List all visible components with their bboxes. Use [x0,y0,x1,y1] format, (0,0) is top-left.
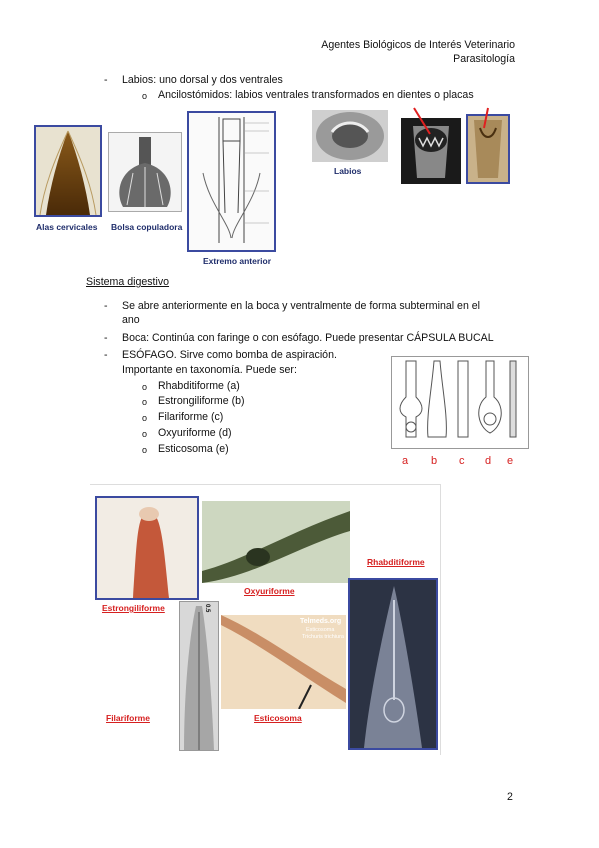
caption-bolsa-copuladora: Bolsa copuladora [111,222,183,232]
sub-bullet-marker: o [142,445,148,455]
extremo-anterior-diagram [187,111,276,252]
type-esticosoma: Esticosoma (e) [158,443,229,455]
estrongiliforme-photo [95,496,199,600]
placas-photo [466,114,510,184]
header-title: Agentes Biológicos de Interés Veterinari… [321,39,515,51]
watermark-title: Telmeds.org [300,618,342,625]
caption-alas-cervicales: Alas cervicales [36,222,98,232]
rhabditiforme-photo [348,578,438,750]
caption-labios: Labios [334,166,362,176]
sub-bullet-marker: o [142,91,148,101]
collage-frame [90,484,441,755]
labios-photo [312,110,388,162]
bullet-marker: - [104,300,108,312]
caption-filariforme: Filariforme [106,713,150,723]
scale-label: 0.5 [204,604,210,613]
sub-bullet-marker: o [142,413,148,423]
letter-c: c [459,455,465,467]
header-subtitle: Parasitología [453,53,515,65]
filariforme-photo [179,601,219,751]
letter-e: e [507,455,514,467]
sub-bullet-marker: o [142,397,148,407]
digestivo-bullet-2: Boca: Continúa con faringe o con esófago… [122,332,494,344]
type-rhabditiforme: Rhabditiforme (a) [158,380,240,392]
digestivo-bullet-1-cont: ano [122,314,140,326]
dientes-photo [401,118,461,184]
letter-a: a [402,455,409,467]
type-filariforme: Filariforme (c) [158,411,224,423]
digestivo-bullet-3-cont: Importante en taxonomía. Puede ser: [122,364,297,376]
caption-extremo-anterior: Extremo anterior [203,256,272,266]
esophagus-types-diagram [391,356,529,449]
digestivo-bullet-3: ESÓFAGO. Sirve como bomba de aspiración. [122,349,337,361]
bullet-marker: - [104,349,108,361]
esticosoma-photo [221,615,346,709]
red-arrows [413,107,489,135]
digestivo-bullet-1: Se abre anteriormente en la boca y ventr… [122,300,481,312]
labios-bullet: Labios: uno dorsal y dos ventrales [122,74,283,86]
watermark-sub1: Esticosoma [306,627,335,633]
sub-bullet-marker: o [142,429,148,439]
bullet-marker: - [104,74,108,86]
caption-estrongiliforme: Estrongiliforme [102,603,165,613]
letter-d: d [485,455,492,467]
caption-esticosoma: Esticosoma [254,713,302,723]
letter-b: b [431,455,438,467]
page-number: 2 [507,791,513,803]
oxyuriforme-photo [202,501,350,583]
sub-bullet-marker: o [142,382,148,392]
watermark-sub2: Trichuris trichiura [302,634,344,640]
type-estrongiliforme: Estrongiliforme (b) [158,395,245,407]
section-title: Sistema digestivo [86,276,170,288]
bullet-marker: - [104,332,108,344]
type-oxyuriforme: Oxyuriforme (d) [158,427,232,439]
caption-oxyuriforme: Oxyuriforme [244,586,295,596]
alas-cervicales-photo [34,125,102,217]
ancilostomidos-bullet: Ancilostómidos: labios ventrales transfo… [158,89,474,101]
caption-rhabditiforme: Rhabditiforme [367,557,425,567]
bolsa-copuladora-drawing [108,132,182,212]
